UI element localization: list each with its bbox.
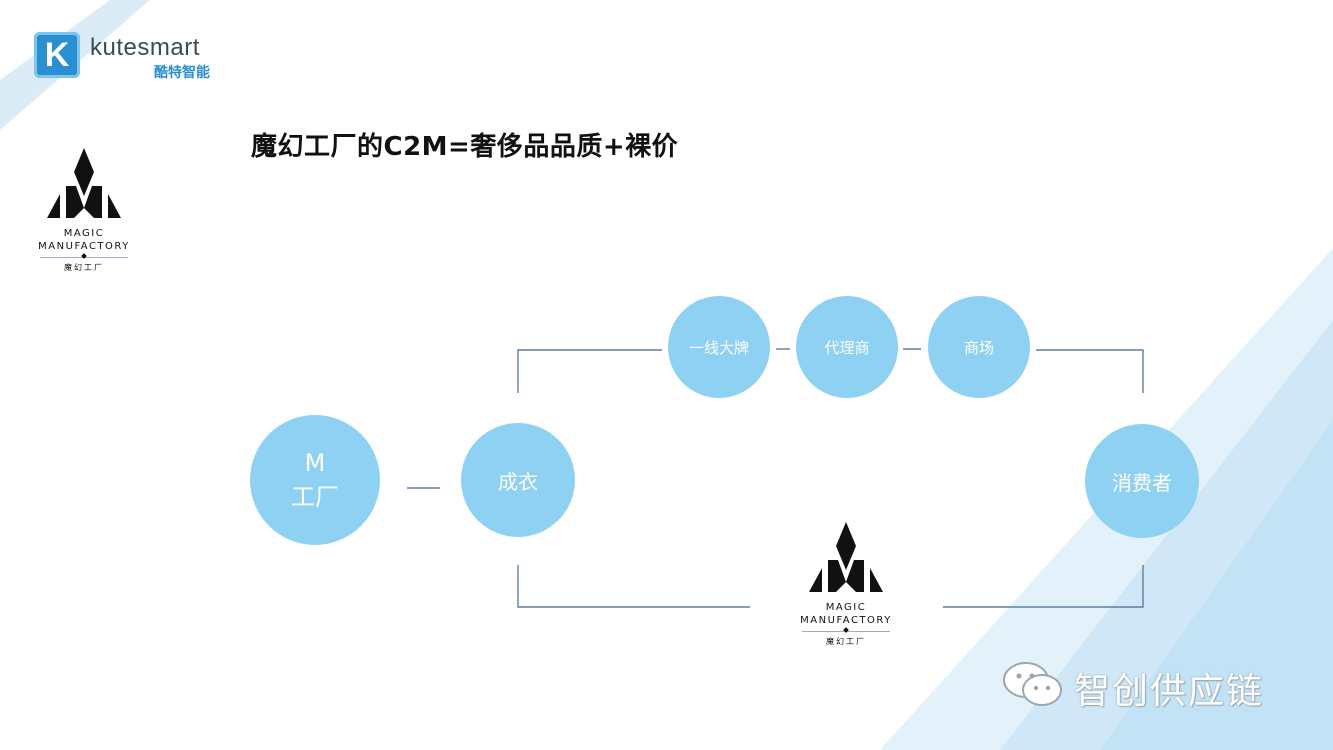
magic-manufactory-emblem-icon bbox=[47, 148, 121, 218]
logo-center-text-manufactory: MANUFACTORY bbox=[800, 615, 892, 626]
brand-name-cn: 酷特智能 bbox=[154, 65, 210, 81]
logo-center-text-cn: 魔幻工厂 bbox=[826, 637, 866, 646]
logo-center-text-magic: MAGIC bbox=[825, 602, 867, 613]
node-mall-label: 商场 bbox=[963, 338, 994, 357]
watermark-text: 智创供应链 bbox=[1074, 671, 1265, 712]
node-agent: 代理商 bbox=[796, 296, 898, 398]
brand-name: kutesmart bbox=[90, 34, 200, 61]
node-m-factory-line1: M bbox=[304, 449, 326, 477]
k-badge-letter: K bbox=[44, 36, 70, 74]
node-brand: 一线大牌 bbox=[668, 296, 770, 398]
page-title: 魔幻工厂的C2M=奢侈品品质+裸价 bbox=[251, 132, 679, 162]
node-consumer: 消费者 bbox=[1085, 424, 1199, 538]
wechat-watermark: 智创供应链 bbox=[1000, 660, 1300, 712]
k-badge-icon bbox=[34, 32, 80, 78]
node-mall: 商场 bbox=[928, 296, 1030, 398]
magic-manufactory-logo-center: MAGIC MANUFACTORY 魔幻工厂 bbox=[798, 520, 894, 650]
kutesmart-brand-logo: K kutesmart 酷特智能 bbox=[34, 32, 224, 84]
node-brand-label: 一线大牌 bbox=[688, 338, 749, 357]
node-consumer-label: 消费者 bbox=[1112, 470, 1172, 495]
wechat-icon bbox=[1003, 662, 1062, 706]
logo-text-cn: 魔幻工厂 bbox=[64, 263, 104, 272]
logo-text-magic: MAGIC bbox=[63, 228, 105, 239]
magic-manufactory-emblem-icon-center bbox=[809, 522, 883, 592]
node-garment: 成衣 bbox=[461, 423, 575, 537]
node-agent-label: 代理商 bbox=[824, 338, 870, 357]
node-garment-label: 成衣 bbox=[498, 469, 538, 494]
node-m-factory-line2: 工厂 bbox=[291, 483, 339, 511]
magic-manufactory-logo-top: MAGIC MANUFACTORY 魔幻工厂 bbox=[36, 146, 132, 276]
node-m-factory: M 工厂 bbox=[250, 415, 380, 545]
logo-text-manufactory: MANUFACTORY bbox=[38, 241, 130, 252]
